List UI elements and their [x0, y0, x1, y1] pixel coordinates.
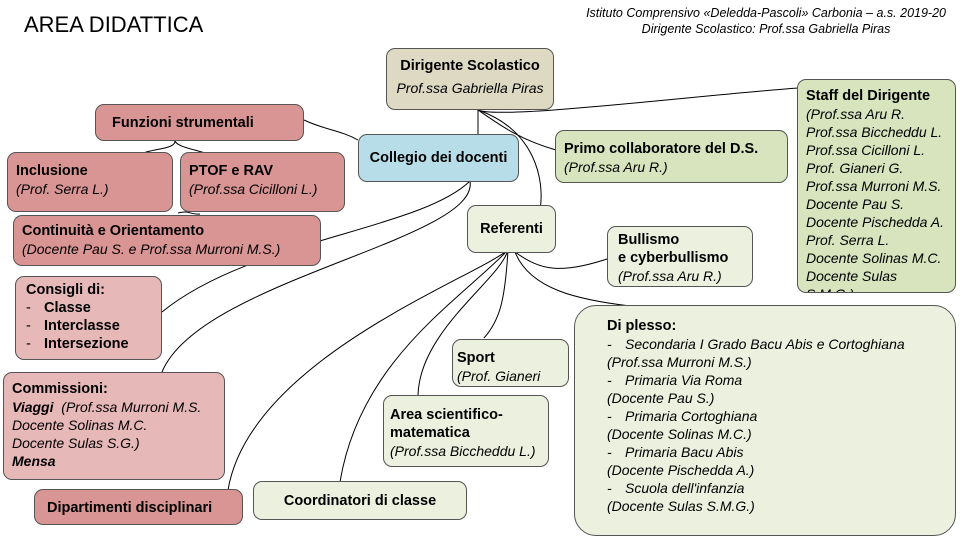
node-sport: Sport (Prof. Gianeri G.): [452, 339, 569, 387]
plesso-school: Primaria Cortoghiana: [607, 407, 947, 425]
consiglio-item: Classe: [26, 299, 153, 317]
staff-member: Prof. Serra L.: [806, 232, 890, 248]
connector-dirigente-staff: [477, 87, 799, 113]
node-dipartimenti: Dipartimenti disciplinari: [34, 489, 243, 525]
connector-funzioni-continuita: [177, 211, 201, 215]
plesso-school: Scuola dell'infanzia: [607, 479, 947, 497]
plesso-referent: (Prof.ssa Murroni M.S.): [607, 354, 752, 370]
staff-member: (Prof.ssa Aru R.: [806, 106, 906, 122]
plesso-referent: (Docente Pischedda A.): [607, 462, 755, 478]
node-referenti: Referenti: [467, 205, 556, 253]
connector-referenti-plesso: [514, 251, 631, 307]
node-funzioni-strumentali: Funzioni strumentali: [95, 104, 304, 141]
node-collegio: Collegio dei docenti: [358, 134, 519, 182]
connector-collegio-consigli: [161, 180, 471, 313]
plesso-referent: (Docente Sulas S.M.G.): [607, 498, 755, 514]
node-area-scientifica: Area scientifico- matematica (Prof.ssa B…: [383, 395, 549, 467]
connector-referenti-area: [417, 249, 509, 396]
plesso-school: Primaria Bacu Abis: [607, 443, 947, 461]
plesso-school: Secondaria I Grado Bacu Abis e Cortoghia…: [607, 335, 947, 353]
connector-dirigente-primo: [477, 109, 557, 151]
connector-referenti-bullismo: [514, 251, 611, 269]
node-primo-collaboratore: Primo collaboratore del D.S. (Prof.ssa A…: [555, 130, 788, 183]
consiglio-item: Intersezione: [26, 335, 153, 353]
node-inclusione: Inclusione (Prof. Serra L.): [7, 152, 173, 212]
node-consigli: Consigli di: Classe Interclasse Intersez…: [15, 276, 162, 360]
staff-member: Docente Solinas M.C.: [806, 250, 942, 266]
node-staff: Staff del Dirigente (Prof.ssa Aru R. Pro…: [797, 79, 956, 293]
plesso-school: Primaria Via Roma: [607, 371, 947, 389]
node-commissioni: Commissioni: Viaggi (Prof.ssa Murroni M.…: [3, 372, 225, 480]
staff-member: Prof.ssa Cicilloni L.: [806, 142, 926, 158]
node-bullismo: Bullismo e cyberbullismo (Prof.ssa Aru R…: [607, 226, 753, 287]
node-dirigente: Dirigente Scolastico Prof.ssa Gabriella …: [386, 48, 554, 110]
connector-referenti-dipartimenti: [227, 249, 509, 491]
node-plesso: Di plesso: Secondaria I Grado Bacu Abis …: [574, 305, 956, 536]
header-info: Istituto Comprensivo «Deledda-Pascoli» C…: [586, 5, 946, 37]
staff-member: Prof.ssa Murroni M.S.: [806, 178, 942, 194]
node-continuita: Continuità e Orientamento (Docente Pau S…: [13, 215, 321, 266]
connector-dirigente-referenti: [477, 109, 542, 211]
node-ptof: PTOF e RAV (Prof.ssa Cicilloni L.): [180, 152, 345, 212]
page-title: AREA DIDATTICA: [24, 12, 204, 37]
staff-member: Docente Sulas S.M.G.): [806, 268, 898, 292]
staff-member: Docente Pischedda A.: [806, 214, 945, 230]
plesso-referent: (Docente Solinas M.C.): [607, 426, 752, 442]
connector-referenti-sport: [483, 249, 509, 339]
principal-line: Dirigente Scolastico: Prof.ssa Gabriella…: [641, 22, 891, 36]
connector-collegio-commissioni: [161, 180, 471, 373]
staff-member: Prof.ssa Biccheddu L.: [806, 124, 943, 140]
connector-referenti-coordinatori: [339, 249, 509, 483]
staff-member: Prof. Gianeri G.: [806, 160, 904, 176]
staff-member: Docente Pau S.: [806, 196, 905, 212]
connector-funzioni-collegio: [303, 119, 359, 141]
node-coordinatori: Coordinatori di classe: [253, 481, 467, 520]
consiglio-item: Interclasse: [26, 317, 153, 335]
plesso-referent: (Docente Pau S.): [607, 390, 715, 406]
institute-line: Istituto Comprensivo «Deledda-Pascoli» C…: [586, 6, 946, 20]
